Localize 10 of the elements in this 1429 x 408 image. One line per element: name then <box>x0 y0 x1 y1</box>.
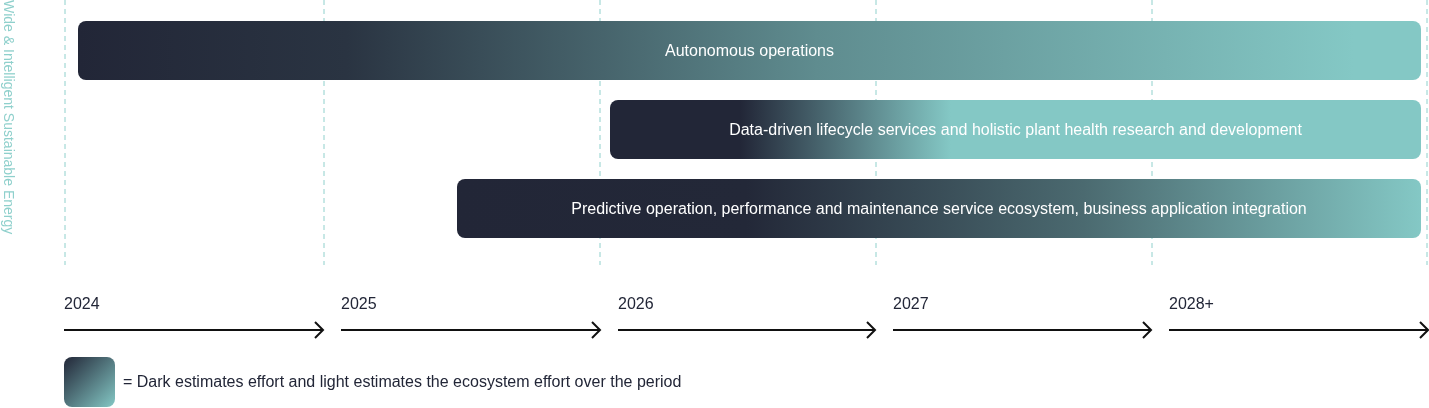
timeline-bar: Data-driven lifecycle services and holistic plant health research and development <box>610 100 1421 159</box>
timeline-bar: Autonomous operations <box>78 21 1421 80</box>
year-label: 2025 <box>341 294 377 314</box>
timeline-bar: Predictive operation, performance and maintenance service ecosystem, business application integration <box>457 179 1421 238</box>
vertical-tagline: Wide & Intelligent Sustainable Energy <box>0 0 18 237</box>
year-label: 2028+ <box>1169 294 1214 314</box>
year-label: 2026 <box>618 294 654 314</box>
legend-text: = Dark estimates effort and light estimates the ecosystem effort over the period <box>123 372 682 392</box>
year-label: 2024 <box>64 294 100 314</box>
year-label: 2027 <box>893 294 929 314</box>
